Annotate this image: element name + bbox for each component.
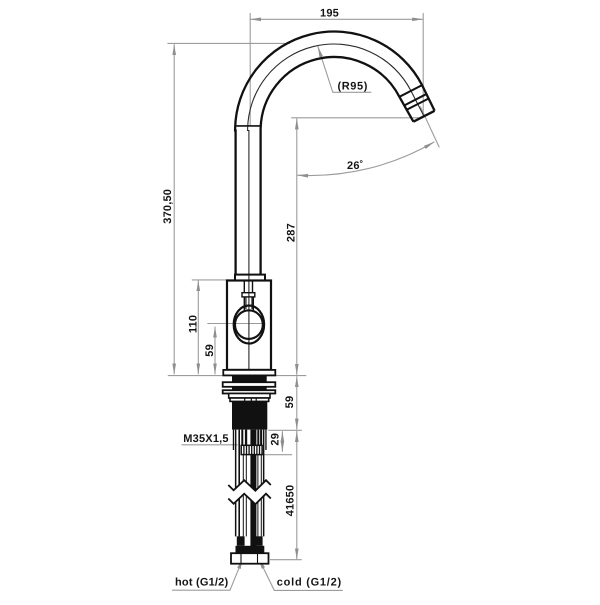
svg-text:29: 29 <box>270 433 282 446</box>
svg-text:59: 59 <box>284 396 296 409</box>
svg-text:59: 59 <box>204 344 216 357</box>
svg-text:26˚: 26˚ <box>347 160 364 172</box>
svg-text:cold (G1/2): cold (G1/2) <box>277 577 342 589</box>
svg-text:41650: 41650 <box>284 485 296 517</box>
svg-text:195: 195 <box>320 8 339 20</box>
svg-text:110: 110 <box>187 315 199 333</box>
svg-text:M35X1,5: M35X1,5 <box>183 433 228 445</box>
svg-text:370,50: 370,50 <box>162 189 174 224</box>
svg-text:287: 287 <box>285 223 297 242</box>
svg-text:(R95): (R95) <box>338 81 369 93</box>
svg-text:hot (G1/2): hot (G1/2) <box>175 577 228 589</box>
